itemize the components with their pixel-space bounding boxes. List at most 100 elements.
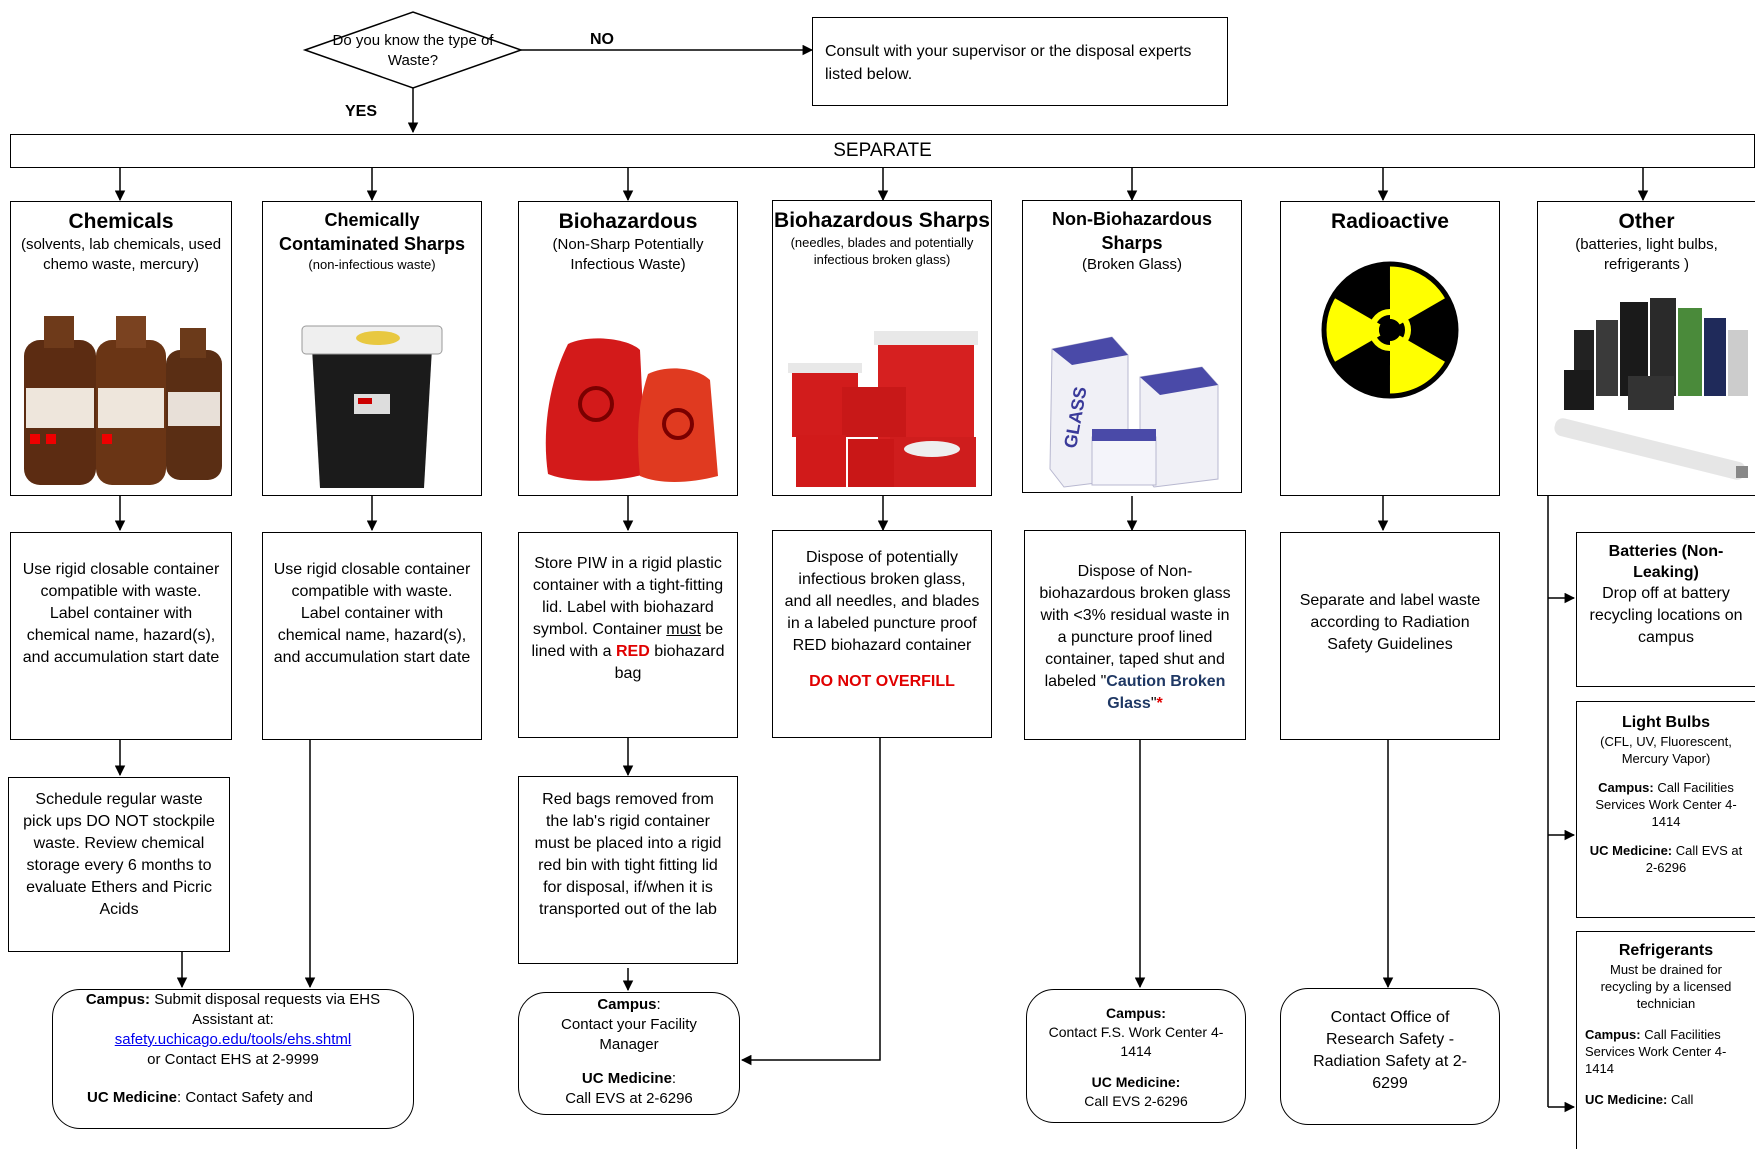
ucm-text: : Contact Safety and xyxy=(177,1089,313,1106)
refrigerants-title: Refrigerants xyxy=(1618,942,1714,959)
refrigerants-campus: Campus: Call Facilities Services Work Ce… xyxy=(1577,1026,1755,1077)
category-subtitle: (Broken Glass) xyxy=(1081,256,1183,273)
category-subtitle: (needles, blades and potentially infecti… xyxy=(790,235,974,267)
fs-ucm-text: Call EVS 2-6296 xyxy=(1084,1093,1188,1109)
campus-label: Campus: xyxy=(85,991,151,1008)
instruction-chem-sharps: Use rigid closable container compatible … xyxy=(262,532,482,740)
category-subtitle: (batteries, light bulbs, refrigerants ) xyxy=(1575,236,1718,273)
category-title: Chemically Contaminated Sharps xyxy=(278,210,466,254)
ucm-label: UC Medicine xyxy=(581,1070,672,1087)
step-red-bags: Red bags removed from the lab's rigid co… xyxy=(518,776,738,964)
category-radioactive: Radioactive xyxy=(1280,201,1500,496)
category-title: Biohazardous Sharps xyxy=(774,209,990,232)
category-title: Chemicals xyxy=(68,210,174,233)
instruction-part: biohazard bag xyxy=(614,643,725,682)
category-subtitle: (Non-Sharp Potentially Infectious Waste) xyxy=(552,236,704,273)
contact-fs-work-center: Campus: Contact F.S. Work Center 4-1414 … xyxy=(1026,989,1246,1123)
asterisk: * xyxy=(1156,695,1163,712)
ehs-or-text: or Contact EHS at 2-9999 xyxy=(147,1051,319,1068)
ucm-text: Call xyxy=(1667,1092,1694,1107)
facility-campus-text: Contact your Facility Manager xyxy=(561,1016,697,1053)
bulbs-sub: (CFL, UV, Fluorescent, Mercury Vapor) xyxy=(1600,734,1732,766)
bulbs-campus: Campus: Call Facilities Services Work Ce… xyxy=(1577,779,1755,830)
campus-text: Submit disposal requests via EHS Assista… xyxy=(150,991,381,1028)
campus-label: Campus: xyxy=(1585,1027,1641,1042)
instruction-chemicals: Use rigid closable container compatible … xyxy=(10,532,232,740)
instruction-text: Store PIW in a rigid plastic container w… xyxy=(519,553,737,685)
instruction-biohazardous: Store PIW in a rigid plastic container w… xyxy=(518,532,738,738)
category-chemically-contaminated-sharps: Chemically Contaminated Sharps (non-infe… xyxy=(262,201,482,496)
other-refrigerants: Refrigerants Must be drained for recycli… xyxy=(1576,931,1755,1149)
overfill-warning: DO NOT OVERFILL xyxy=(809,673,955,690)
campus-text: Call Facilities Services Work Center 4-1… xyxy=(1585,1027,1727,1076)
category-subtitle: (solvents, lab chemicals, used chemo was… xyxy=(20,236,222,273)
facility-ucm-text: Call EVS at 2-6296 xyxy=(565,1090,693,1107)
facility-ucm-label: UC Medicine: xyxy=(581,1070,677,1087)
step-text: Red bags removed from the lab's rigid co… xyxy=(534,791,722,918)
fs-ucm-label: UC Medicine: xyxy=(1091,1074,1181,1090)
refrigerants-sub: Must be drained for recycling by a licen… xyxy=(1600,962,1732,1011)
category-subtitle: (non-infectious waste) xyxy=(308,257,436,272)
step-text: Schedule regular waste pick ups DO NOT s… xyxy=(23,791,215,918)
separate-bar: SEPARATE xyxy=(10,134,1755,168)
fs-campus-text: Contact F.S. Work Center 4-1414 xyxy=(1048,1024,1224,1059)
category-chemicals: Chemicals (solvents, lab chemicals, used… xyxy=(10,201,232,496)
category-non-biohazardous-sharps: Non-Biohazardous Sharps (Broken Glass) G… xyxy=(1022,200,1242,493)
sharps-container-icon xyxy=(301,325,443,488)
batteries-title: Batteries (Non-Leaking) xyxy=(1608,543,1724,581)
contact-ehs: Campus: Submit disposal requests via EHS… xyxy=(52,989,414,1129)
category-biohazardous-sharps: Biohazardous Sharps (needles, blades and… xyxy=(772,200,992,496)
consult-text: Consult with your supervisor or the disp… xyxy=(825,43,1192,83)
red-sharps-container-icon xyxy=(788,331,978,487)
separate-label: SEPARATE xyxy=(833,140,932,161)
facility-campus-label: Campus: xyxy=(597,996,661,1013)
ucm-label: UC Medicine: xyxy=(1585,1092,1668,1107)
glass-box-icon: GLASS xyxy=(1049,336,1219,488)
ucm-label: UC Medicine: xyxy=(1589,843,1673,858)
campus-label: Campus xyxy=(597,996,657,1013)
chemical-bottles-icon xyxy=(24,316,222,485)
consult-box: Consult with your supervisor or the disp… xyxy=(812,17,1228,106)
caution-label: Caution Broken Glass xyxy=(1106,673,1226,712)
instruction-part: be lined with a xyxy=(531,621,724,660)
instruction-part: Dispose of Non-biohazardous broken glass… xyxy=(1039,563,1231,690)
radiation-contact-text: Contact Office of Research Safety - Radi… xyxy=(1313,1009,1467,1092)
bulbs-ucm: UC Medicine: Call EVS at 2-6296 xyxy=(1577,842,1755,876)
refrigerants-ucm: UC Medicine: Call xyxy=(1577,1091,1755,1108)
category-title: Other xyxy=(1618,210,1675,233)
instruction-text: Use rigid closable container compatible … xyxy=(273,561,471,666)
batteries-text: Drop off at battery recycling locations … xyxy=(1589,585,1743,646)
biohazard-bag-icon xyxy=(545,338,718,482)
yes-label: YES xyxy=(345,103,378,120)
decision-question: Do you know the type of Waste? xyxy=(332,32,494,69)
campus-label: Campus: xyxy=(1598,780,1654,795)
instruction-text: Dispose of Non-biohazardous broken glass… xyxy=(1025,561,1245,715)
must-emphasis: must xyxy=(666,621,701,638)
instruction-bio-sharps: Dispose of potentially infectious broken… xyxy=(772,530,992,738)
ehs-assistant-link[interactable]: safety.uchicago.edu/tools/ehs.shtml xyxy=(114,1031,352,1048)
instruction-radioactive: Separate and label waste according to Ra… xyxy=(1280,532,1500,740)
instruction-text: Use rigid closable container compatible … xyxy=(22,561,220,666)
step-schedule-pickups: Schedule regular waste pick ups DO NOT s… xyxy=(8,777,230,952)
other-batteries: Batteries (Non-Leaking) Drop off at batt… xyxy=(1576,532,1755,687)
fs-campus-label: Campus: xyxy=(1106,1005,1166,1021)
instruction-nonbio-sharps: Dispose of Non-biohazardous broken glass… xyxy=(1024,530,1246,740)
category-title: Radioactive xyxy=(1331,210,1449,233)
red-emphasis: RED xyxy=(616,643,650,660)
other-light-bulbs: Light Bulbs (CFL, UV, Fluorescent, Mercu… xyxy=(1576,701,1755,918)
category-biohazardous: Biohazardous (Non-Sharp Potentially Infe… xyxy=(518,201,738,496)
bulbs-title: Light Bulbs xyxy=(1622,714,1710,731)
instruction-part: " xyxy=(1150,695,1157,712)
no-label: NO xyxy=(590,31,614,48)
ehs-campus: Campus: Submit disposal requests via EHS… xyxy=(69,990,397,1030)
instruction-text: Separate and label waste according to Ra… xyxy=(1299,592,1481,653)
category-title: Non-Biohazardous Sharps xyxy=(1052,209,1212,253)
radiation-trefoil-icon xyxy=(1321,261,1459,399)
category-title: Biohazardous xyxy=(558,210,698,233)
instruction-text: Dispose of potentially infectious broken… xyxy=(784,549,980,654)
ucm-text: Call EVS at 2-6296 xyxy=(1645,843,1743,875)
campus-text: Call Facilities Services Work Center 4-1… xyxy=(1595,780,1737,829)
instruction-part: Store PIW in a rigid plastic container w… xyxy=(532,555,724,638)
contact-radiation-safety: Contact Office of Research Safety - Radi… xyxy=(1280,988,1500,1125)
